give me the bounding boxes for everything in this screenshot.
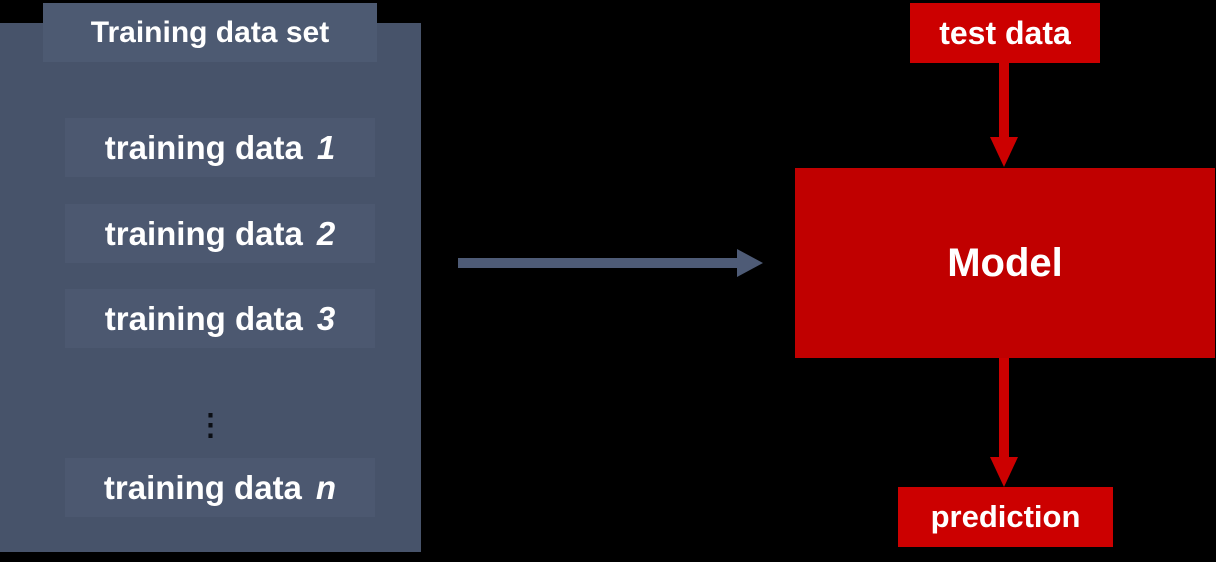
training-item-1: training data 1 [65, 118, 375, 177]
prediction-box: prediction [898, 487, 1113, 547]
training-item-2: training data 2 [65, 204, 375, 263]
test-data-label: test data [939, 14, 1071, 51]
training-item-number: 1 [316, 128, 336, 166]
training-item-label: training data [103, 468, 302, 506]
training-item-3: training data 3 [65, 289, 375, 348]
arrow-shaft [458, 258, 739, 268]
test-data-box: test data [910, 3, 1100, 63]
training-item-label: training data [104, 214, 303, 252]
arrow-right-icon [737, 249, 763, 277]
training-item-number: 2 [316, 214, 336, 252]
arrow-shaft [999, 63, 1009, 138]
arrow-down-icon [990, 137, 1018, 167]
prediction-label: prediction [930, 499, 1081, 534]
training-item-label: training data [104, 128, 303, 166]
model-label: Model [947, 240, 1063, 285]
training-item-label: training data [104, 299, 303, 337]
training-item-number: n [315, 468, 337, 506]
training-item-number: 3 [316, 299, 336, 337]
training-panel-title: Training data set [43, 3, 377, 62]
arrow-down-icon [990, 457, 1018, 487]
vertical-ellipsis-icon: ⋮ [195, 409, 226, 442]
training-panel-title-label: Training data set [90, 15, 330, 49]
model-box: Model [795, 168, 1215, 358]
arrow-shaft [999, 358, 1009, 458]
training-item-n: training data n [65, 458, 375, 517]
